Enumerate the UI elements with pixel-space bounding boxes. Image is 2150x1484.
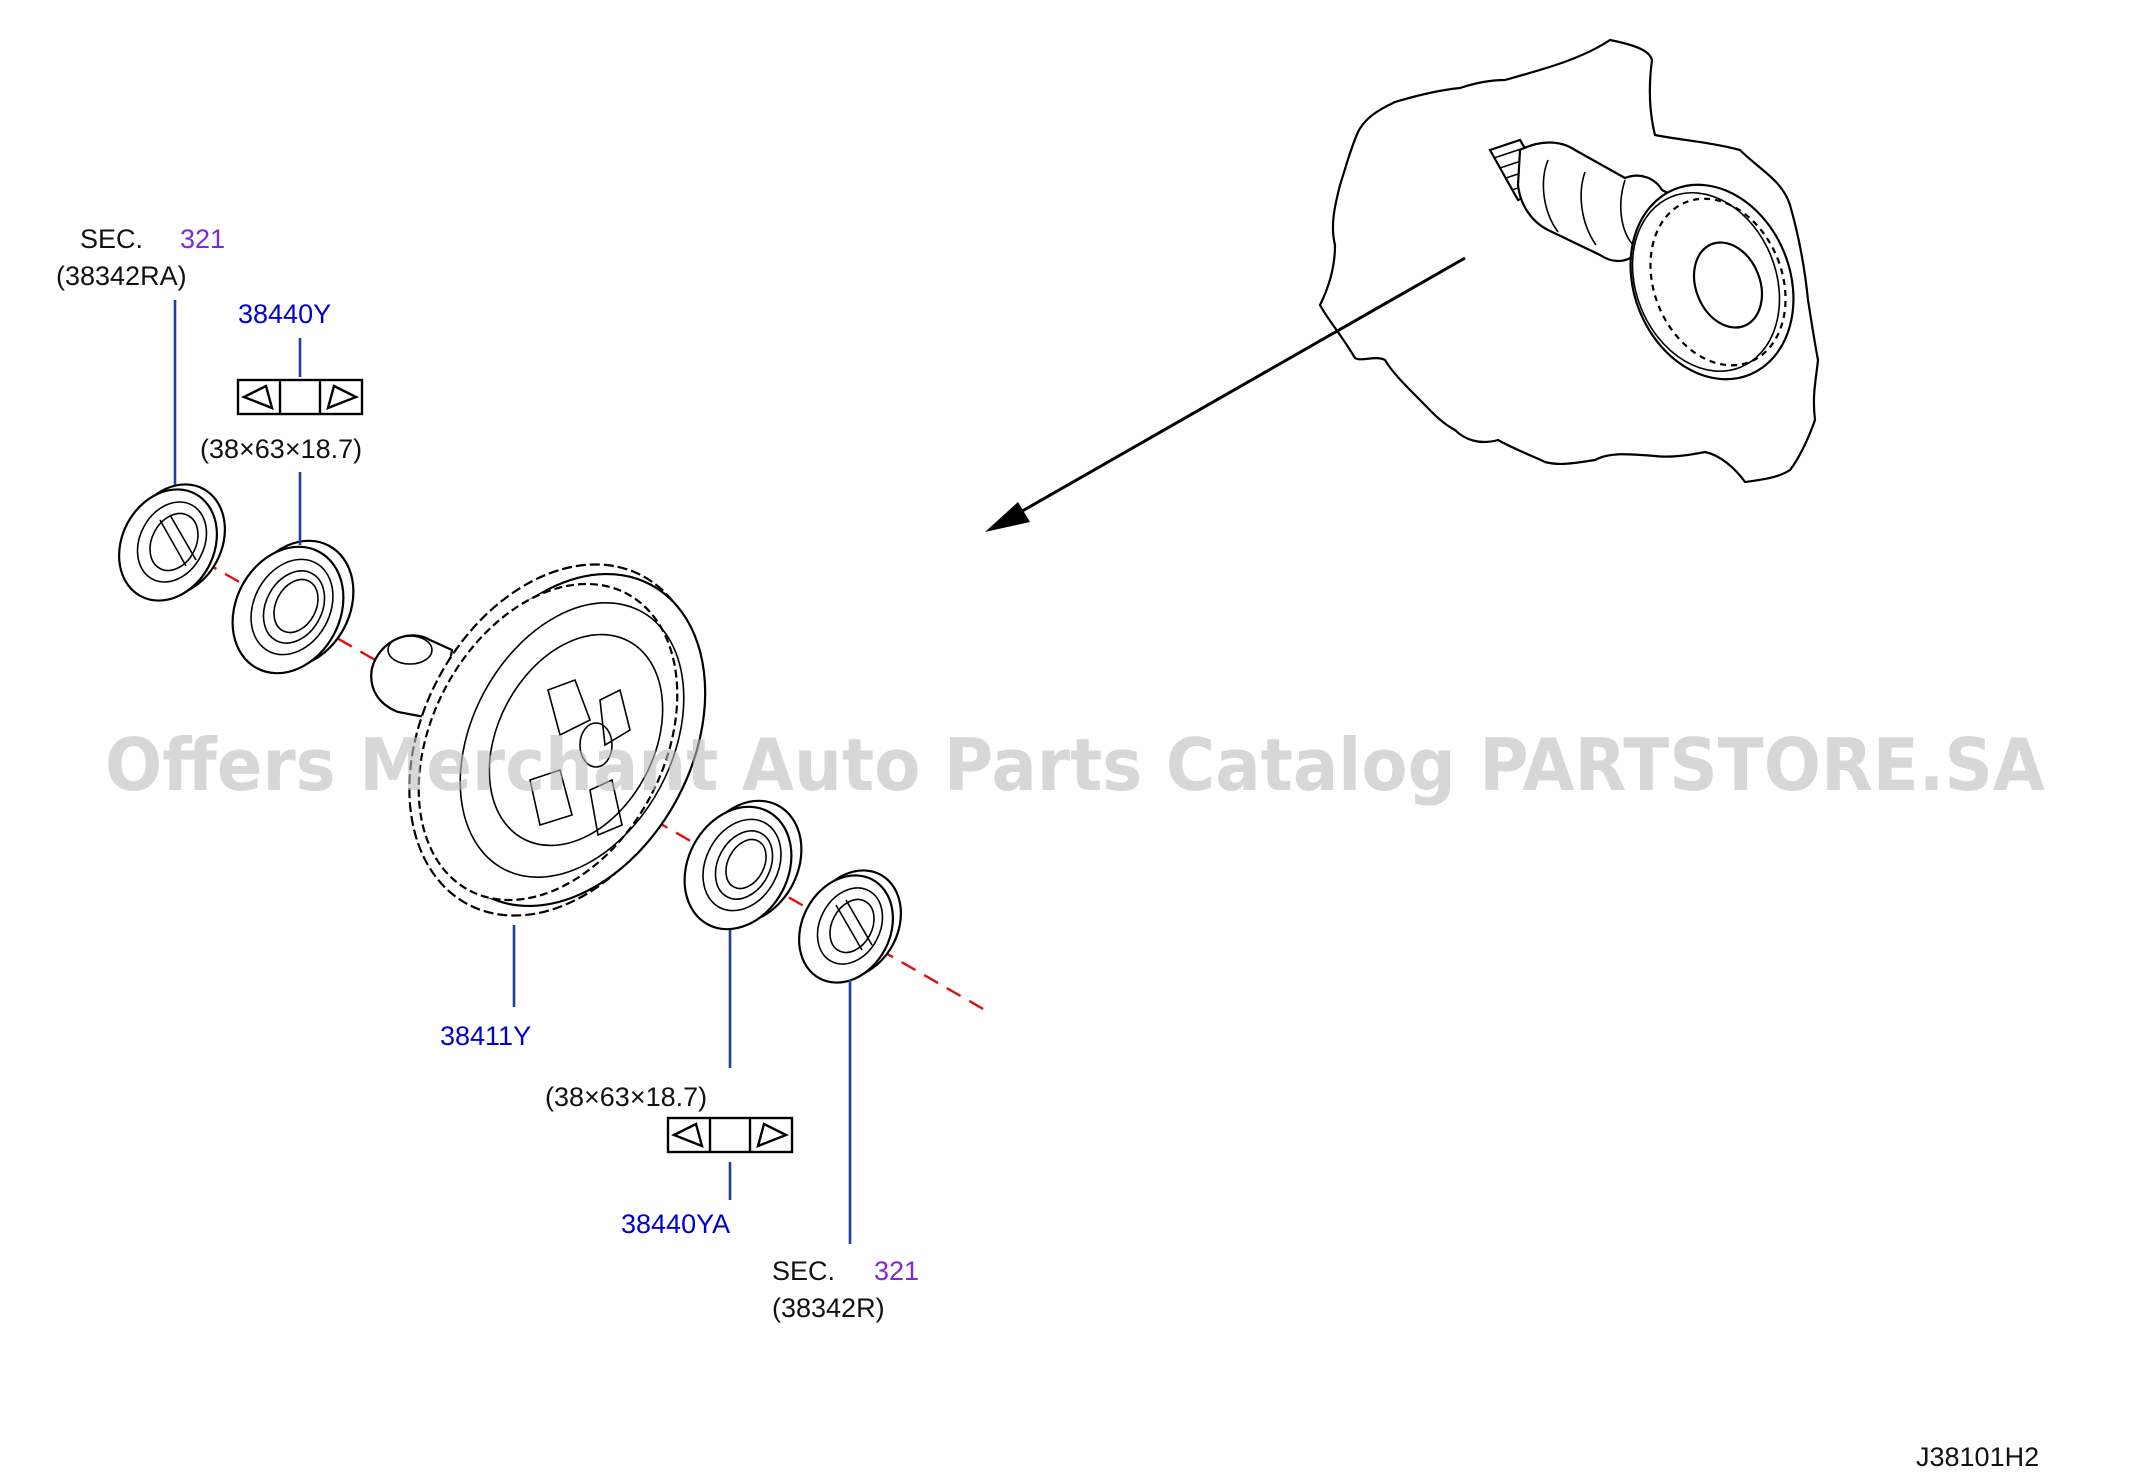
ref-38440YA[interactable]: 38440YA — [621, 1209, 730, 1239]
differential-gear-38411Y — [370, 563, 707, 917]
size-top: (38×63×18.7) — [200, 434, 362, 464]
shaft-gear — [1629, 183, 1795, 381]
sec-bottom-part: (38342R) — [772, 1293, 885, 1323]
ref-38411Y[interactable]: 38411Y — [440, 1021, 531, 1051]
bearing-38440YA — [683, 799, 803, 931]
oil-seal-left — [118, 483, 226, 602]
housing-inset — [1318, 38, 1820, 484]
size-bottom: (38×63×18.7) — [545, 1082, 707, 1112]
bearing-symbol-top — [236, 378, 364, 416]
sec-top-prefix: SEC. — [80, 224, 143, 254]
oil-seal-right — [797, 869, 903, 984]
diagram-code: J38101H2 — [1916, 1442, 2039, 1472]
bearing-symbol-bottom — [666, 1116, 794, 1154]
sec-bottom-prefix: SEC. — [772, 1256, 835, 1286]
bearing-38440Y — [231, 539, 355, 675]
view-arrow — [985, 256, 1466, 532]
ref-38440Y[interactable]: 38440Y — [238, 299, 331, 329]
sec-top-number[interactable]: 321 — [180, 224, 225, 254]
watermark-text: Offers Merchant Auto Parts Catalog PARTS… — [105, 723, 2045, 807]
sec-top-part: (38342RA) — [56, 261, 187, 291]
sec-bottom-number[interactable]: 321 — [874, 1256, 919, 1286]
